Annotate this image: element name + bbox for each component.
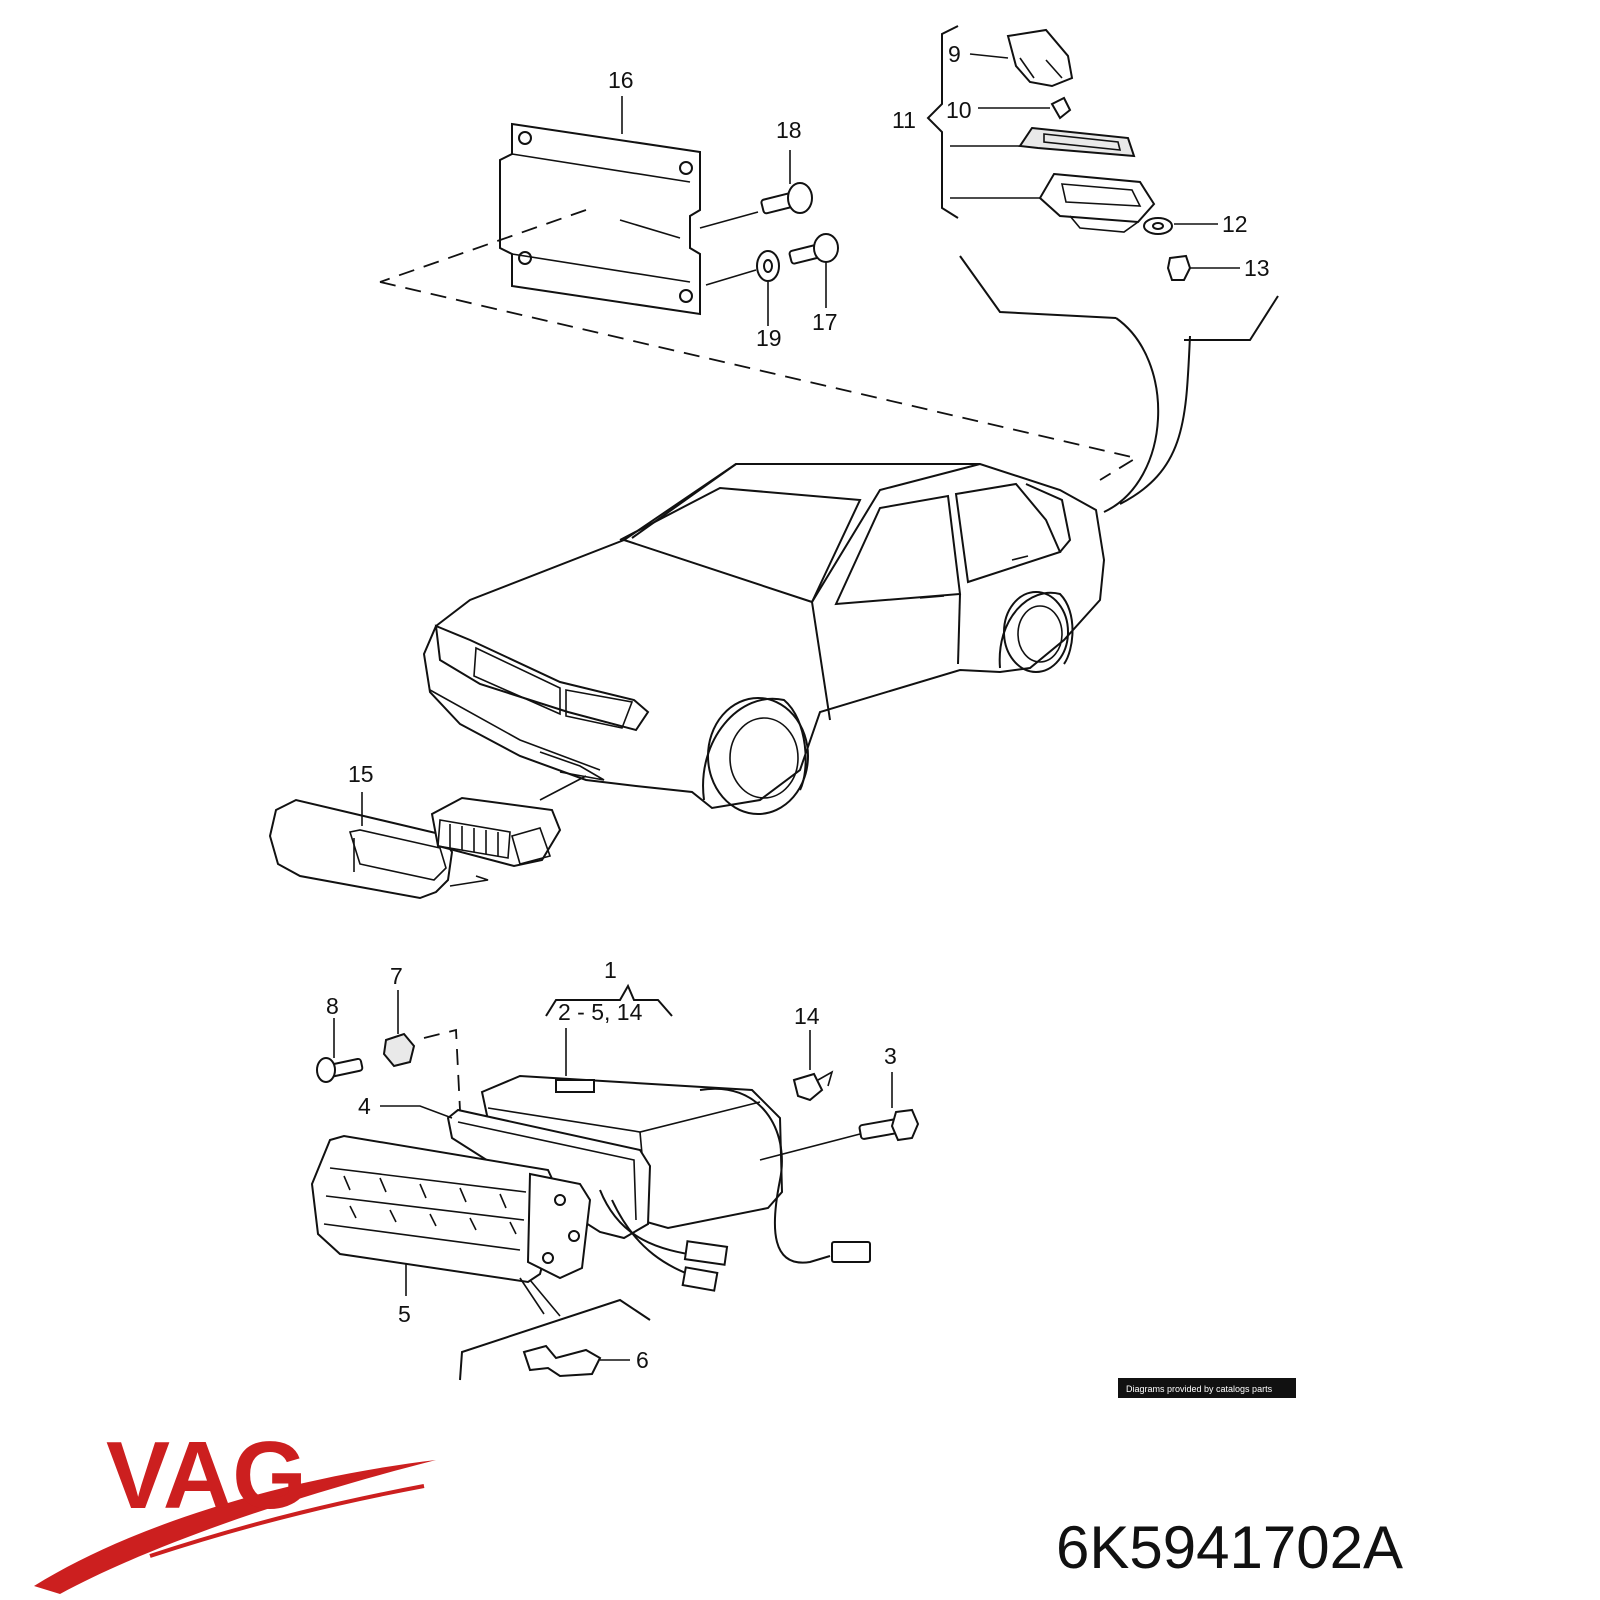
label-15: 15 bbox=[348, 761, 374, 787]
label-10: 10 bbox=[946, 97, 972, 123]
vag-logo: VAG bbox=[34, 1422, 436, 1594]
mounting-plate-assembly bbox=[499, 122, 839, 316]
label-19: 19 bbox=[756, 325, 782, 351]
label-17: 17 bbox=[812, 309, 838, 335]
part-number: 6K5941702A bbox=[1056, 1514, 1403, 1581]
label-8: 8 bbox=[326, 993, 339, 1019]
label-1: 1 bbox=[604, 957, 617, 983]
car-illustration bbox=[422, 463, 1106, 815]
label-5: 5 bbox=[398, 1301, 411, 1327]
label-3: 3 bbox=[884, 1043, 897, 1069]
label-11: 11 bbox=[892, 107, 916, 133]
label-13: 13 bbox=[1244, 255, 1270, 281]
fog-lamp-main-assembly bbox=[310, 983, 920, 1381]
label-4: 4 bbox=[358, 1093, 371, 1119]
fog-lamp-small-assembly bbox=[268, 775, 587, 900]
label-18: 18 bbox=[776, 117, 802, 143]
label-14: 14 bbox=[794, 1003, 820, 1029]
label-9: 9 bbox=[948, 41, 961, 67]
label-7: 7 bbox=[390, 963, 403, 989]
label-12: 12 bbox=[1222, 211, 1248, 237]
callout-labels: 16 18 17 19 9 10 11 12 13 15 1 2 - 5, 14… bbox=[326, 41, 1270, 1373]
label-16: 16 bbox=[608, 67, 634, 93]
brand-name: VAG bbox=[106, 1422, 307, 1529]
label-1-sub: 2 - 5, 14 bbox=[558, 999, 643, 1025]
label-6: 6 bbox=[636, 1347, 649, 1373]
credit-text: Diagrams provided by catalogs parts bbox=[1126, 1384, 1273, 1394]
interior-lamp-assembly bbox=[926, 25, 1279, 513]
credit-box bbox=[1118, 1378, 1296, 1398]
